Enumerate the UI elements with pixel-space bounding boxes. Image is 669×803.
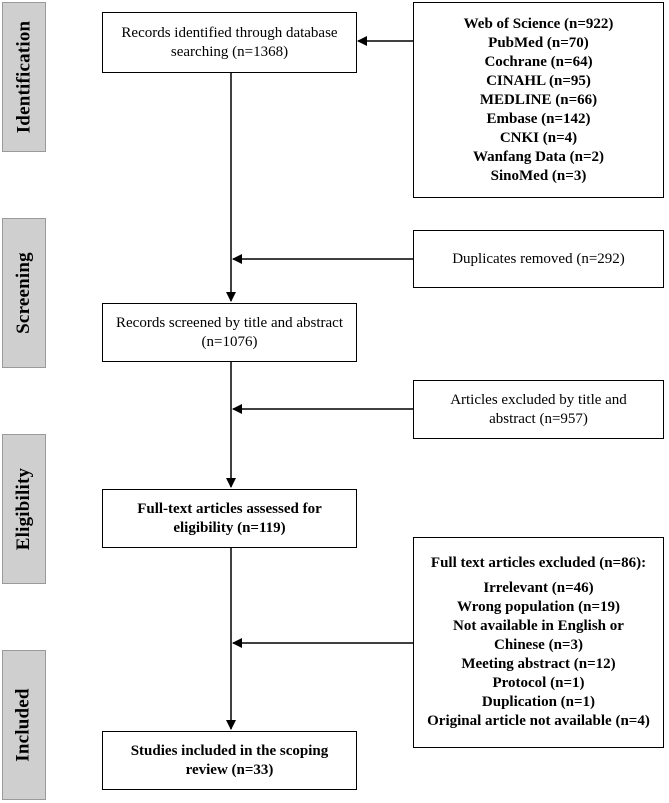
database-item: Wanfang Data (n=2) bbox=[472, 148, 605, 165]
records-identified-text: Records identified through database sear… bbox=[121, 24, 338, 60]
phase-screening: Screening bbox=[2, 218, 46, 368]
database-item: Embase (n=142) bbox=[486, 110, 591, 127]
exclusion-reason: Irrelevant (n=46) bbox=[483, 580, 594, 596]
fulltext-assessed-text: Full-text articles assessed for eligibil… bbox=[137, 500, 322, 536]
database-item: Cochrane (n=64) bbox=[484, 53, 593, 70]
exclusion-reason: Original article not available (n=4) bbox=[427, 713, 650, 729]
phase-identification: Identification bbox=[2, 2, 46, 152]
box-database-sources: Web of Science (n=922) PubMed (n=70) Coc… bbox=[413, 2, 664, 198]
database-list: Web of Science (n=922) PubMed (n=70) Coc… bbox=[464, 15, 614, 186]
database-item: MEDLINE (n=66) bbox=[479, 91, 598, 108]
box-records-screened: Records screened by title and abstract (… bbox=[102, 303, 357, 362]
excluded-title-abstract-text: Articles excluded by title and abstract … bbox=[450, 391, 627, 427]
duplicates-removed-text: Duplicates removed (n=292) bbox=[452, 250, 625, 267]
fulltext-excluded-title: Full text articles excluded (n=86): bbox=[430, 555, 647, 571]
exclusion-reason: Protocol (n=1) bbox=[492, 675, 585, 691]
box-studies-included: Studies included in the scoping review (… bbox=[102, 731, 357, 790]
exclusion-reason: Duplication (n=1) bbox=[481, 694, 596, 710]
exclusion-reason: Not available in English or Chinese (n=3… bbox=[453, 618, 624, 653]
database-item: PubMed (n=70) bbox=[488, 34, 589, 51]
records-screened-text: Records screened by title and abstract (… bbox=[116, 314, 343, 350]
database-item: SinoMed (n=3) bbox=[490, 167, 587, 184]
phase-included: Included bbox=[2, 650, 46, 800]
box-records-identified: Records identified through database sear… bbox=[102, 12, 357, 73]
studies-included-text: Studies included in the scoping review (… bbox=[130, 742, 329, 778]
box-fulltext-assessed: Full-text articles assessed for eligibil… bbox=[102, 489, 357, 548]
database-item: Web of Science (n=922) bbox=[463, 15, 614, 32]
database-item: CINAHL (n=95) bbox=[486, 72, 591, 89]
phase-eligibility: Eligibility bbox=[2, 434, 46, 584]
fulltext-excluded-list: Full text articles excluded (n=86): Irre… bbox=[427, 554, 650, 731]
box-duplicates-removed: Duplicates removed (n=292) bbox=[413, 230, 664, 288]
box-excluded-title-abstract: Articles excluded by title and abstract … bbox=[413, 380, 664, 439]
exclusion-reason: Wrong population (n=19) bbox=[456, 599, 621, 615]
exclusion-reason: Meeting abstract (n=12) bbox=[461, 656, 616, 672]
box-fulltext-excluded: Full text articles excluded (n=86): Irre… bbox=[413, 537, 664, 748]
database-item: CNKI (n=4) bbox=[499, 129, 578, 146]
